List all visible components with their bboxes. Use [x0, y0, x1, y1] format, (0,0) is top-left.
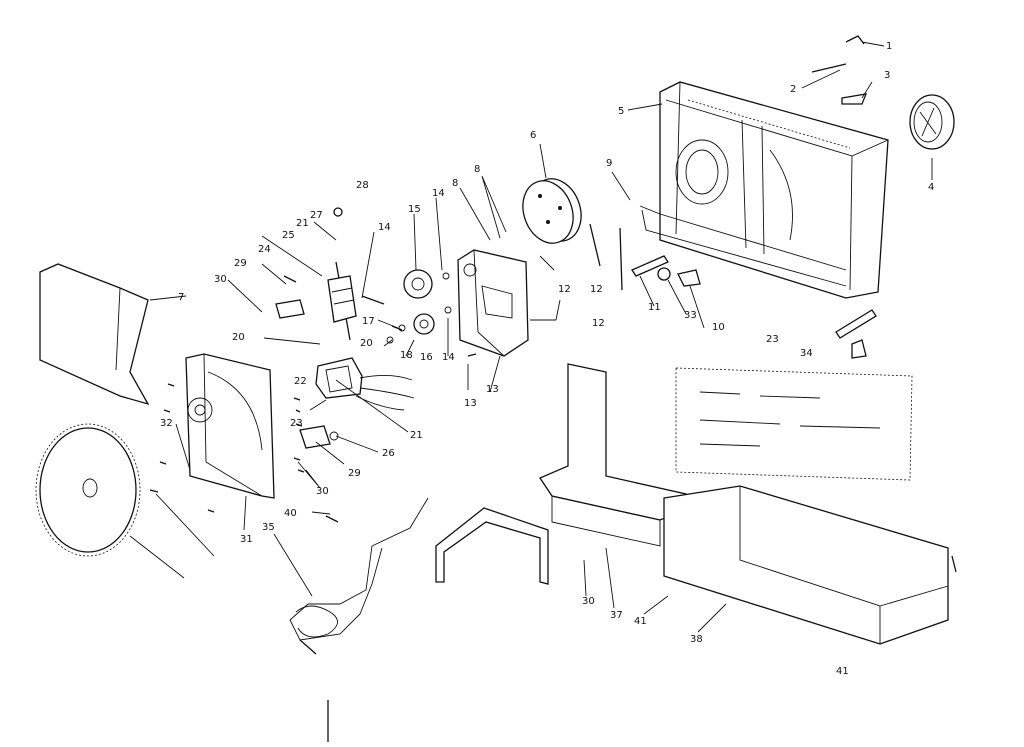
callout-23b: 23	[766, 334, 779, 345]
gear-housing-part-13	[457, 249, 529, 357]
callout-8b: 8	[452, 178, 458, 189]
callout-3: 3	[884, 70, 890, 81]
gear-part-15	[403, 269, 433, 299]
callout-34: 34	[800, 348, 813, 359]
callout-21b: 21	[296, 218, 309, 229]
small-parts-1-2-3	[811, 35, 868, 105]
callout-32: 32	[160, 418, 173, 429]
rod-part-11	[631, 255, 669, 277]
callout-20a: 20	[232, 332, 245, 343]
callout-12b: 12	[592, 318, 605, 329]
screws-and-pins	[149, 207, 957, 742]
callout-24: 24	[258, 244, 271, 255]
callout-13b: 13	[464, 398, 477, 409]
part-10	[677, 269, 701, 287]
instruction-label-plate	[675, 367, 913, 481]
motor-plate-part-31	[185, 353, 275, 499]
callout-40: 40	[284, 508, 297, 519]
callout-14a: 14	[432, 188, 445, 199]
callout-29a: 29	[234, 258, 247, 269]
callout-12c: 12	[590, 284, 603, 295]
rail-bracket	[435, 507, 549, 585]
callout-14c: 14	[378, 222, 391, 233]
callout-11: 11	[648, 302, 661, 313]
callout-6: 6	[530, 130, 536, 141]
callout-30c: 30	[582, 596, 595, 607]
housing-part-5	[639, 81, 889, 299]
knob-part-4	[909, 94, 955, 150]
armature-part-25	[327, 261, 357, 341]
callout-5: 5	[618, 106, 624, 117]
callout-26: 26	[382, 448, 395, 459]
callout-41b: 41	[836, 666, 849, 677]
callout-37: 37	[610, 610, 623, 621]
callout-35: 35	[262, 522, 275, 533]
clamp-part-29-lower	[299, 425, 331, 449]
callout-labels: 1 2 3 5 6 4 7 8 8 9 10 11 12 12 12 13 13…	[160, 41, 934, 677]
blade-guard-part-7	[39, 263, 150, 406]
callout-1: 1	[886, 41, 892, 52]
callout-22: 22	[294, 376, 307, 387]
callout-18: 18	[400, 350, 413, 361]
power-cord-part-35	[289, 497, 429, 655]
callout-38: 38	[690, 634, 703, 645]
callout-16: 16	[420, 352, 433, 363]
callout-21a: 21	[410, 430, 423, 441]
callout-9: 9	[606, 158, 612, 169]
callout-15: 15	[408, 204, 421, 215]
base-part-38	[663, 485, 949, 645]
saw-blade	[35, 423, 141, 557]
callout-17: 17	[362, 316, 375, 327]
callout-13: 13	[486, 384, 499, 395]
leader-lines	[129, 41, 933, 633]
callout-8a: 8	[474, 164, 480, 175]
callout-7: 7	[178, 292, 184, 303]
callout-33: 33	[684, 310, 697, 321]
callout-14b: 14	[442, 352, 455, 363]
callout-29b: 29	[348, 468, 361, 479]
callout-4: 4	[928, 182, 934, 193]
callout-30b: 30	[316, 486, 329, 497]
callout-30a: 30	[214, 274, 227, 285]
callout-23a: 23	[290, 418, 303, 429]
callout-2: 2	[790, 84, 796, 95]
callout-28: 28	[356, 180, 369, 191]
part-33	[657, 267, 671, 281]
drive-wheel-part-6	[522, 178, 582, 244]
rod-part-34	[835, 309, 877, 359]
callout-41a: 41	[634, 616, 647, 627]
callout-27: 27	[310, 210, 323, 221]
gear-part-16	[413, 313, 435, 335]
callout-31: 31	[240, 534, 253, 545]
callout-12a: 12	[558, 284, 571, 295]
clamp-part-29-upper	[275, 299, 305, 319]
motor-field-part-21	[315, 357, 415, 411]
callout-25: 25	[282, 230, 295, 241]
callout-20b: 20	[360, 338, 373, 349]
callout-10: 10	[712, 322, 725, 333]
